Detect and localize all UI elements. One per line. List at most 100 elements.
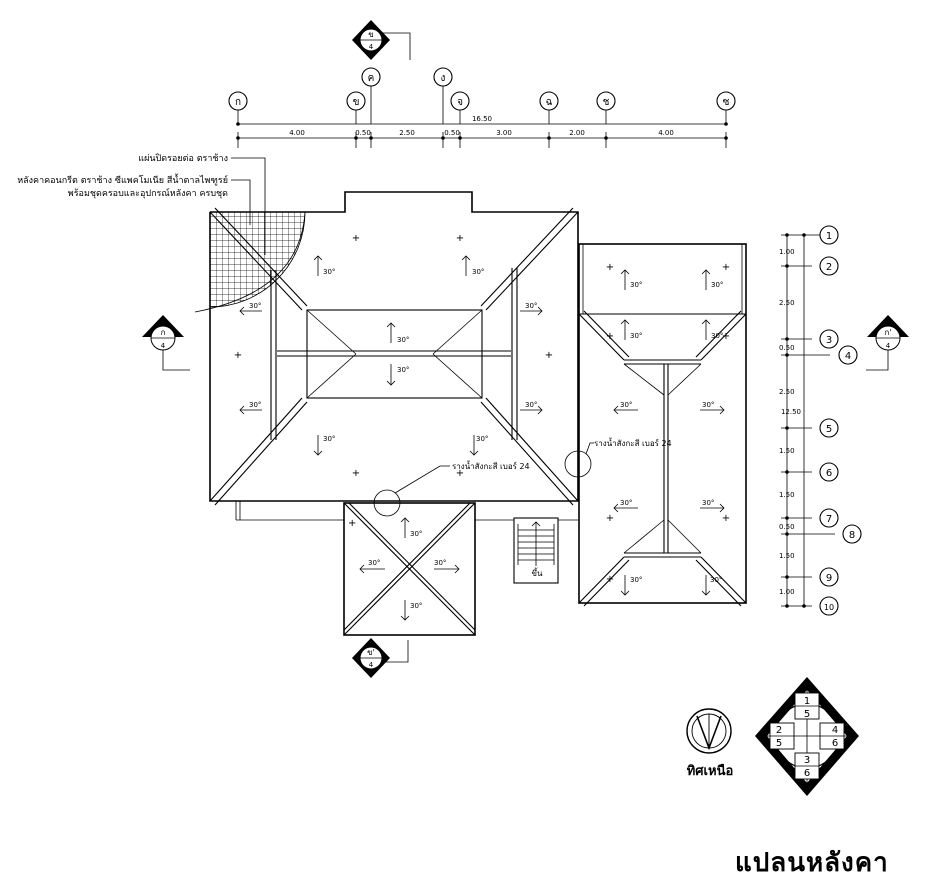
svg-text:ฉ: ฉ (546, 97, 553, 108)
svg-text:+: + (352, 468, 360, 479)
svg-text:4: 4 (369, 43, 374, 51)
roof-notes: แผ่นปิดรอยต่อ ตราช้าง หลังคาคอนกรีต ตราช… (17, 153, 266, 255)
svg-text:30°: 30° (630, 332, 642, 340)
svg-text:30°: 30° (323, 268, 335, 276)
svg-text:+: + (606, 513, 614, 524)
grid-bubble-ka: ก (228, 91, 248, 124)
svg-text:30°: 30° (525, 401, 537, 409)
svg-text:6: 6 (832, 738, 838, 749)
note-flashing: แผ่นปิดรอยต่อ ตราช้าง (138, 153, 228, 164)
svg-text:+: + (722, 331, 730, 342)
svg-text:6: 6 (826, 468, 832, 479)
svg-text:30°: 30° (410, 602, 422, 610)
svg-text:0.50: 0.50 (444, 129, 460, 137)
svg-text:2.00: 2.00 (569, 129, 585, 137)
svg-text:30°: 30° (630, 281, 642, 289)
overall-dim-top: 16.50 (472, 115, 492, 123)
svg-text:30°: 30° (249, 401, 261, 409)
grid-bubble-kho: ข (346, 91, 366, 124)
slope-arrows-right-wing: 30° 30° 30° 30° 30° 30° 30° 30° 30° 30° (613, 269, 725, 596)
svg-text:+: + (722, 513, 730, 524)
svg-text:2.50: 2.50 (779, 299, 795, 307)
svg-text:8: 8 (849, 530, 855, 541)
svg-text:+: + (606, 262, 614, 273)
svg-text:30°: 30° (410, 530, 422, 538)
grid-bubble-ngo: ง (433, 67, 453, 124)
section-marker-bottom: ข' 4 (352, 638, 409, 678)
svg-text:30°: 30° (476, 435, 488, 443)
svg-text:3.00: 3.00 (496, 129, 512, 137)
svg-text:1.00: 1.00 (779, 588, 795, 596)
svg-text:+: + (545, 350, 553, 361)
svg-text:ก': ก' (884, 328, 891, 337)
svg-text:4.00: 4.00 (658, 129, 674, 137)
svg-text:+: + (606, 331, 614, 342)
svg-text:ซ: ซ (723, 97, 730, 108)
svg-text:30°: 30° (711, 332, 723, 340)
svg-text:2: 2 (776, 725, 782, 736)
svg-text:จ: จ (457, 97, 463, 108)
svg-text:6: 6 (804, 768, 810, 779)
svg-text:4: 4 (845, 351, 851, 362)
svg-text:5: 5 (776, 738, 782, 749)
porch-roof: + (343, 502, 476, 636)
svg-text:4: 4 (369, 661, 374, 669)
svg-text:5: 5 (826, 424, 832, 435)
note-roof-tile-1: หลังคาคอนกรีต ตราช้าง ซีแพคโมเนีย สีน้ำต… (17, 173, 228, 186)
gutter-note-right: รางน้ำสังกะสี เบอร์ 24 (594, 437, 672, 448)
svg-text:1.50: 1.50 (779, 447, 795, 455)
right-grid: 1.00 2.50 0.50 2.50 1.50 1.50 0.50 1.50 … (779, 225, 862, 616)
svg-text:0.50: 0.50 (779, 523, 795, 531)
svg-text:ก: ก (161, 328, 166, 337)
svg-text:ข: ข (368, 30, 373, 39)
svg-text:4: 4 (161, 342, 166, 350)
svg-text:30°: 30° (710, 576, 722, 584)
svg-text:30°: 30° (525, 302, 537, 310)
svg-text:3: 3 (826, 335, 832, 346)
grid-bubble-kho-khwai: ค (361, 67, 381, 124)
svg-text:+: + (352, 233, 360, 244)
roof-tile-hatch (209, 211, 306, 308)
svg-text:1: 1 (826, 231, 832, 242)
stair-label: ขึ้น (532, 567, 543, 578)
svg-text:30°: 30° (702, 401, 714, 409)
svg-text:ง: ง (441, 73, 446, 84)
svg-text:+: + (234, 350, 242, 361)
svg-text:+: + (722, 262, 730, 273)
right-wing-roof: รางน้ำสังกะสี เบอร์ 24 + + + + + + + (564, 243, 747, 607)
grid-bubble-so: ซ (716, 91, 736, 124)
svg-text:4: 4 (832, 725, 838, 736)
grid-bubble-cho: จ (450, 91, 470, 124)
svg-text:+: + (606, 574, 614, 585)
svg-text:+: + (456, 233, 464, 244)
svg-text:ช: ช (603, 97, 610, 108)
svg-text:7: 7 (826, 514, 832, 525)
svg-text:1.50: 1.50 (779, 491, 795, 499)
svg-text:30°: 30° (702, 499, 714, 507)
svg-text:4: 4 (886, 342, 891, 350)
north-label: ทิศเหนือ (687, 763, 734, 779)
svg-text:30°: 30° (434, 559, 446, 567)
elevation-key: 1 5 2 5 4 6 3 6 (755, 677, 859, 796)
svg-text:2: 2 (826, 262, 832, 273)
svg-text:4.00: 4.00 (289, 129, 305, 137)
svg-text:ข: ข (353, 97, 360, 108)
svg-text:30°: 30° (630, 576, 642, 584)
svg-text:3: 3 (804, 755, 810, 766)
svg-text:2.50: 2.50 (399, 129, 415, 137)
section-marker-top: ข 4 (352, 20, 411, 60)
grid-bubble-ching: ช (596, 91, 616, 124)
top-dimension-lines: 16.50 4.00 0.50 2.50 0.50 3.00 2.00 4.00 (236, 115, 728, 148)
svg-text:30°: 30° (472, 268, 484, 276)
north-arrow: ทิศเหนือ (686, 708, 734, 779)
svg-text:30°: 30° (397, 366, 409, 374)
svg-text:1.50: 1.50 (779, 552, 795, 560)
svg-text:30°: 30° (323, 435, 335, 443)
svg-text:30°: 30° (620, 401, 632, 409)
section-marker-right: ก' 4 (866, 315, 909, 371)
svg-text:10: 10 (824, 603, 834, 612)
svg-text:30°: 30° (249, 302, 261, 310)
slope-arrows-porch: 30° 30° 30° 30° (359, 517, 460, 621)
svg-text:30°: 30° (620, 499, 632, 507)
